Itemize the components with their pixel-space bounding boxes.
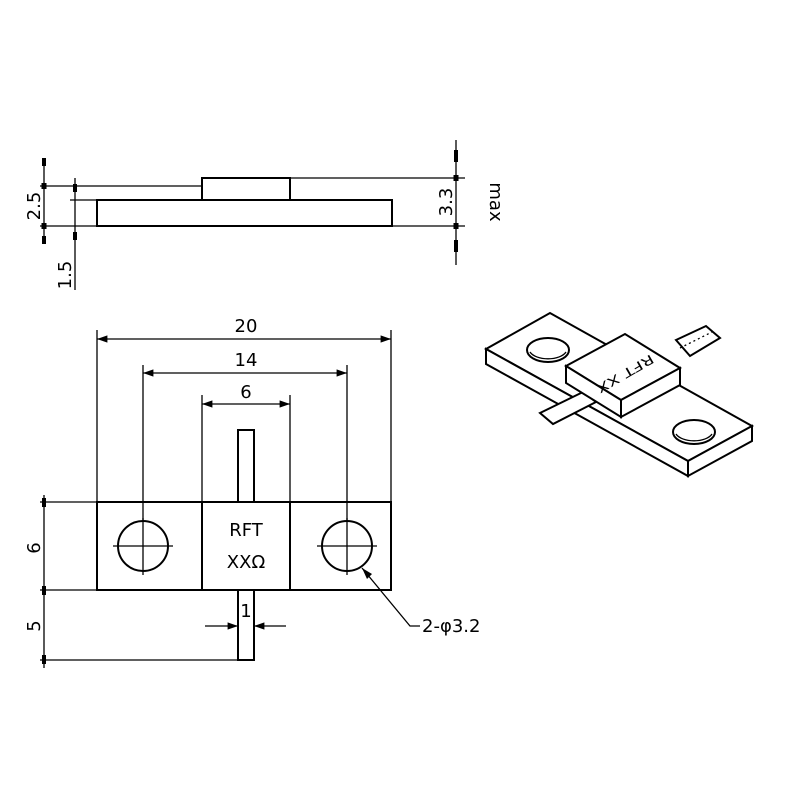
- dim-body-width: 6: [240, 382, 251, 403]
- dim-width: 20: [235, 316, 258, 337]
- dim-lead-length: 5: [24, 620, 45, 631]
- side-view: 2.5 1.5 3.3 max: [24, 140, 506, 290]
- top-body: [201, 501, 291, 591]
- dim-flange-depth: 6: [24, 542, 45, 553]
- body-label-line1: RFT: [229, 520, 264, 541]
- dim-max-suffix: max: [485, 182, 506, 222]
- iso-view: RFT XX: [483, 311, 755, 478]
- iso-flange-side: [687, 424, 753, 478]
- top-view: RFT XXΩ 20 14 6 6 5 1 2-φ3: [24, 316, 480, 668]
- dim-hole-spacing: 14: [235, 350, 258, 371]
- side-body: [201, 177, 291, 201]
- dim-overall-height: 2.5: [24, 192, 45, 221]
- iso-hole-right: [672, 419, 716, 445]
- body-label-line2: XXΩ: [227, 552, 266, 573]
- hole-callout-leader: [361, 567, 420, 627]
- mounting-hole-right: [317, 518, 377, 575]
- lead-upper: [237, 429, 255, 503]
- mounting-hole-left: [113, 518, 173, 575]
- dim-lead-width: 1: [240, 601, 251, 622]
- hole-callout: 2-φ3.2: [422, 616, 480, 637]
- dim-flange-thickness: 1.5: [55, 261, 76, 290]
- iso-hole-left: [526, 337, 570, 363]
- side-flange: [96, 199, 393, 227]
- iso-lead-back: [674, 324, 722, 358]
- dim-max-height: 3.3: [436, 188, 457, 217]
- iso-body-side: [620, 366, 681, 419]
